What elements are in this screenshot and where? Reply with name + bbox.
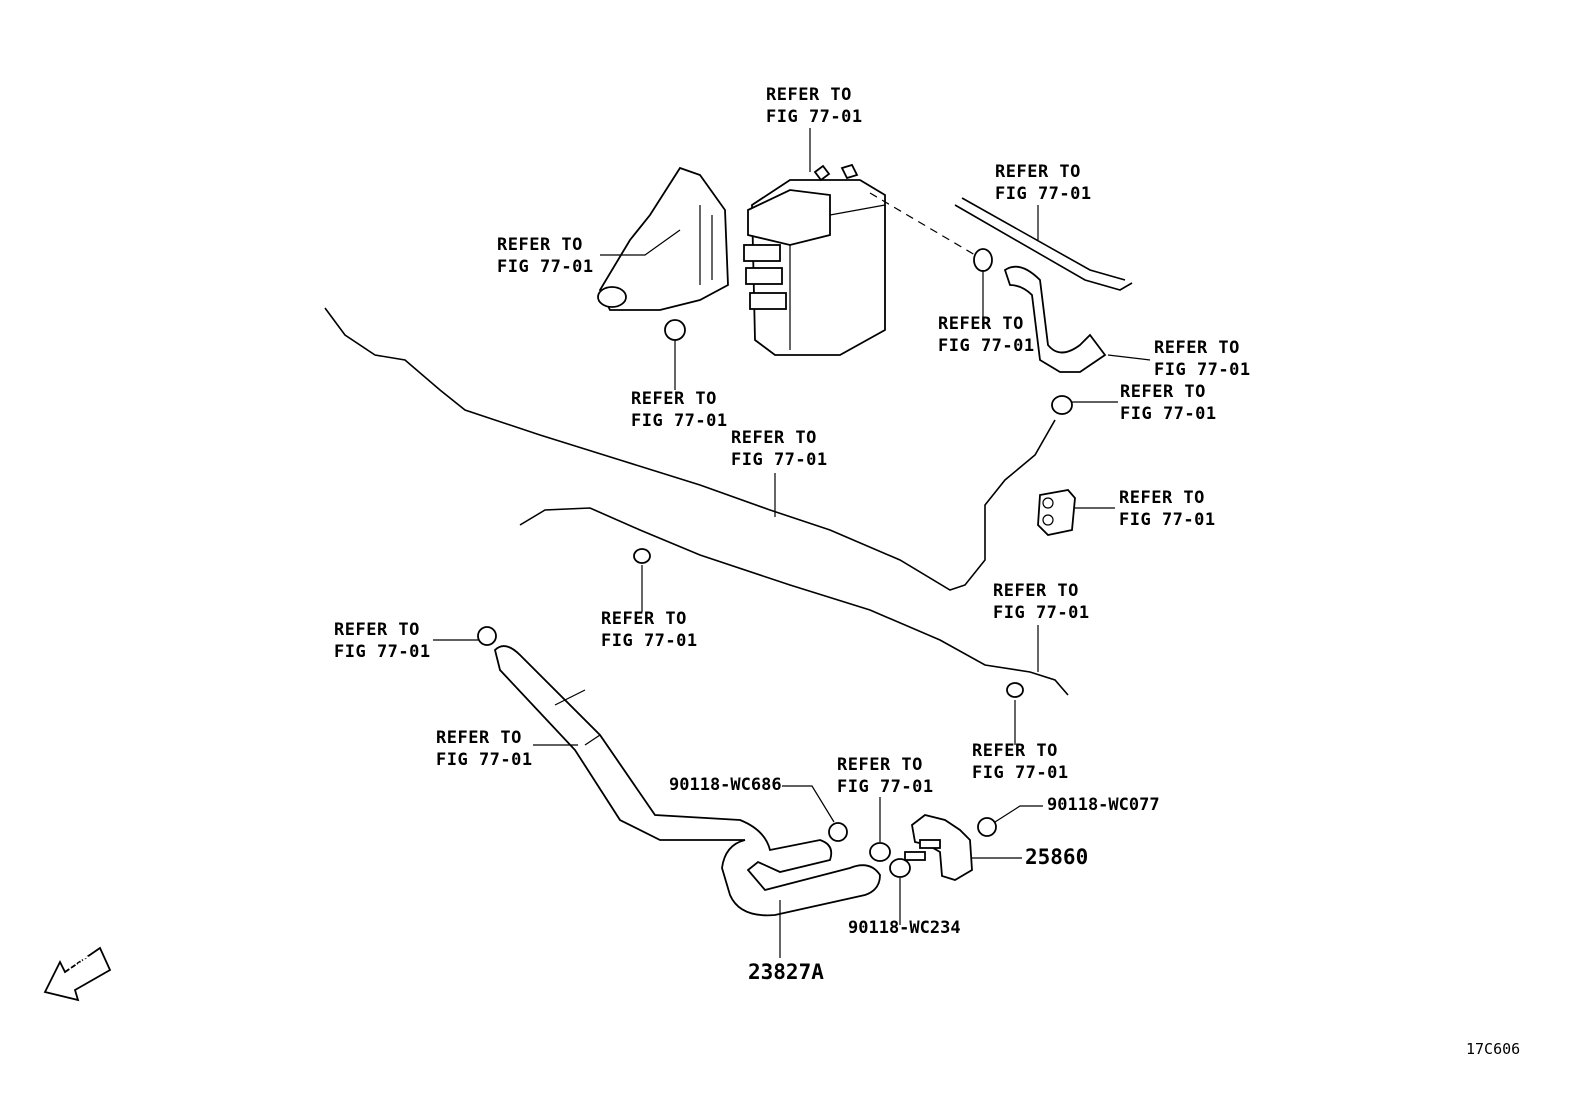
part-number-23827A: 23827A [748, 960, 824, 984]
part-number-wc077: 90118-WC077 [1047, 795, 1160, 815]
refer-line2: FIG 77-01 [631, 411, 728, 431]
hose-23827A [494, 645, 881, 917]
refer-line1: REFER TO [1120, 382, 1206, 402]
refer-line2: FIG 77-01 [436, 750, 533, 770]
grommet-left [664, 319, 686, 341]
vent-pipe [954, 204, 1133, 291]
refer-line1: REFER TO [731, 428, 817, 448]
refer-line2: FIG 77-01 [995, 184, 1092, 204]
refer-line2: FIG 77-01 [993, 603, 1090, 623]
refer-line2: FIG 77-01 [938, 336, 1035, 356]
refer-line2: FIG 77-01 [1120, 404, 1217, 424]
refer-line1: REFER TO [766, 85, 852, 105]
refer-line2: FIG 77-01 [334, 642, 431, 662]
part-number-wc686: 90118-WC686 [669, 775, 782, 795]
part-number-wc234: 90118-WC234 [848, 918, 961, 938]
canister-bracket [597, 166, 729, 311]
fwd-arrow-icon [43, 946, 112, 1002]
vent-hose [1003, 265, 1107, 373]
refer-line2: FIG 77-01 [497, 257, 594, 277]
refer-line2: FIG 77-01 [731, 450, 828, 470]
fuel-line-main [324, 307, 1056, 591]
refer-line2: FIG 77-01 [1154, 360, 1251, 380]
part-number-25860: 25860 [1025, 845, 1089, 869]
fuel-line-return [519, 507, 1069, 696]
vsv-25860 [904, 814, 973, 881]
refer-line1: REFER TO [1119, 488, 1205, 508]
refer-line2: FIG 77-01 [837, 777, 934, 797]
refer-line1: REFER TO [1154, 338, 1240, 358]
refer-line1: REFER TO [972, 741, 1058, 761]
refer-line1: REFER TO [497, 235, 583, 255]
refer-line2: FIG 77-01 [972, 763, 1069, 783]
figure-code: 17C606 [1466, 1040, 1521, 1058]
refer-line1: REFER TO [334, 620, 420, 640]
refer-line1: REFER TO [938, 314, 1024, 334]
refer-line1: REFER TO [436, 728, 522, 748]
refer-line2: FIG 77-01 [766, 107, 863, 127]
refer-line1: REFER TO [601, 609, 687, 629]
refer-line1: REFER TO [631, 389, 717, 409]
refer-line1: REFER TO [995, 162, 1081, 182]
refer-line1: REFER TO [993, 581, 1079, 601]
refer-line2: FIG 77-01 [601, 631, 698, 651]
clip-bracket [1037, 489, 1076, 536]
charcoal-canister [743, 163, 886, 356]
refer-line1: REFER TO [837, 755, 923, 775]
refer-line2: FIG 77-01 [1119, 510, 1216, 530]
